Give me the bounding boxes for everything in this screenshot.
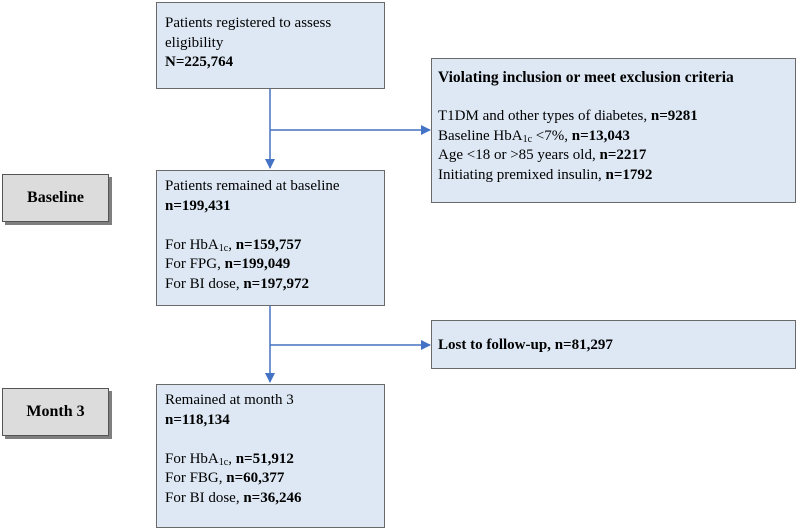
item-text: For BI dose, <box>165 275 244 292</box>
item-value: n=2217 <box>599 147 647 163</box>
item-value: n=13,043 <box>571 127 630 144</box>
item-text-suffix: , <box>228 450 236 467</box>
criteria-item: For FPG, n=199,049 <box>165 255 376 275</box>
item-subscript: 1c <box>522 133 533 145</box>
registered-line2: eligibility <box>165 34 224 51</box>
baseline-line1: Patients remained at baseline <box>165 178 340 194</box>
item-text: For HbA <box>165 236 219 253</box>
registered-count: N=225,764 <box>165 54 234 70</box>
item-value: n=197,972 <box>243 275 309 292</box>
criteria-item: Initiating premixed insulin, n=1792 <box>438 166 789 186</box>
criteria-item: Age <18 or >85 years old, n=2217 <box>438 146 789 166</box>
item-value: n=60,377 <box>226 470 285 486</box>
item-text: For HbA <box>165 450 219 467</box>
criteria-item: For BI dose, n=36,246 <box>165 489 376 509</box>
registered-line1: Patients registered to assess <box>165 15 332 31</box>
lost-label: Lost to follow-up, <box>438 337 555 353</box>
item-value: n=36,246 <box>243 489 302 506</box>
item-text: For BI dose, <box>165 489 244 506</box>
exclusion-list: T1DM and other types of diabetes, n=9281… <box>438 107 789 185</box>
item-value: n=51,912 <box>235 450 294 467</box>
item-text: For FPG, <box>165 256 225 272</box>
exclusion-title: Violating inclusion or meet exclusion cr… <box>438 69 734 86</box>
exclusion-box: Violating inclusion or meet exclusion cr… <box>431 58 796 203</box>
item-value: n=9281 <box>650 108 698 124</box>
criteria-item: For BI dose, n=197,972 <box>165 275 376 295</box>
item-value: n=159,757 <box>235 236 302 253</box>
baseline-box: Patients remained at baseline n=199,431 … <box>156 170 385 306</box>
item-value: n=199,049 <box>224 256 291 272</box>
item-text: Age <18 or >85 years old, <box>438 147 600 163</box>
month3-line1: Remained at month 3 <box>165 392 294 408</box>
item-text-suffix: <7%, <box>532 127 572 144</box>
lost-box: Lost to follow-up, n=81,297 <box>431 320 796 369</box>
month3-count: n=118,134 <box>165 411 230 428</box>
baseline-count: n=199,431 <box>165 197 231 214</box>
item-subscript: 1c <box>218 456 229 468</box>
criteria-item: Baseline HbA1c <7%, n=13,043 <box>438 127 789 147</box>
criteria-item: For HbA1c, n=159,757 <box>165 236 376 256</box>
registered-box: Patients registered to assess eligibilit… <box>156 2 385 89</box>
item-text: T1DM and other types of diabetes, <box>438 108 651 124</box>
item-text: Initiating premixed insulin, <box>438 166 606 183</box>
item-text: Baseline HbA <box>438 127 523 144</box>
item-text-suffix: , <box>228 236 236 253</box>
lost-value: n=81,297 <box>554 337 613 353</box>
month3-box: Remained at month 3 n=118,134 For HbA1c,… <box>156 384 385 528</box>
month3-label: Month 3 <box>2 388 109 436</box>
lost-line: Lost to follow-up, n=81,297 <box>438 336 789 356</box>
item-subscript: 1c <box>218 242 229 254</box>
criteria-item: For FBG, n=60,377 <box>165 469 376 489</box>
criteria-item: T1DM and other types of diabetes, n=9281 <box>438 107 789 127</box>
criteria-item: For HbA1c, n=51,912 <box>165 450 376 470</box>
item-text: For FBG, <box>165 470 227 486</box>
baseline-label: Baseline <box>2 174 109 222</box>
item-value: n=1792 <box>605 166 653 183</box>
